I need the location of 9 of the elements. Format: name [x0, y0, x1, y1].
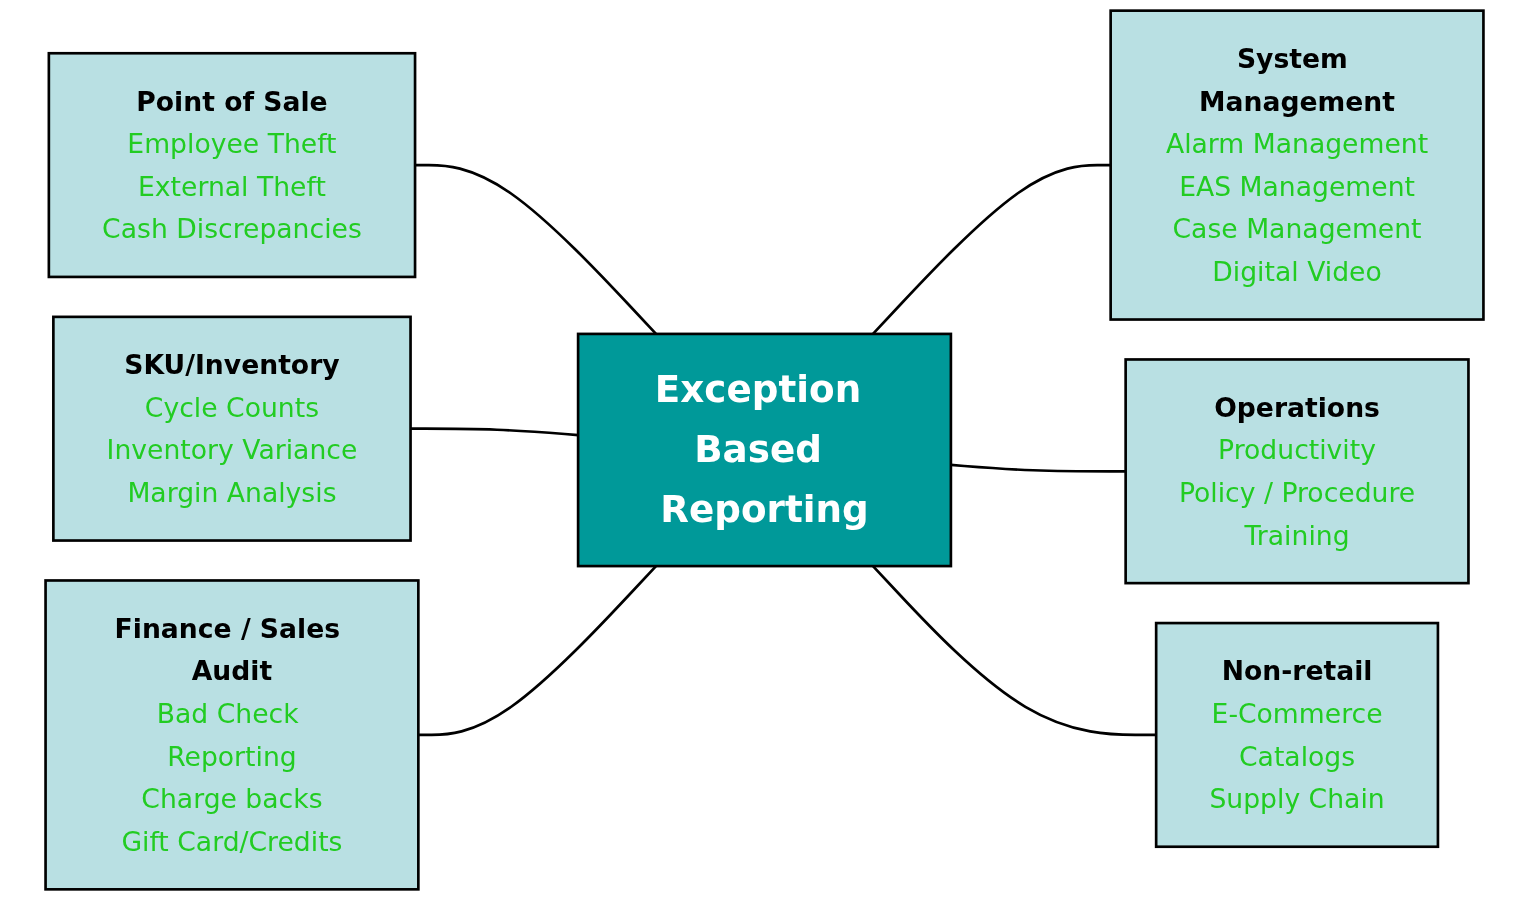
- node-box: Exception Based Reporting: [576, 332, 953, 568]
- node-box: Non-retail E-Commerce Catalogs Supply Chain: [1154, 621, 1440, 849]
- connector: [950, 463, 1126, 473]
- connector: [410, 427, 579, 437]
- node-box: Operations Productivity Policy / Procedure Training: [1124, 358, 1470, 585]
- node-box: SKU/Inventory Cycle Counts Inventory Variance Margin Analysis: [52, 315, 412, 542]
- node-box: Point of Sale Employee Theft External Theft Cash Discrepancies: [47, 51, 417, 279]
- node-box: System Management Alarm Management EAS Management Case Management Digital Video: [1109, 9, 1485, 321]
- node-box: Finance / Sales Audit Bad Check Reporting Charge backs Gift Card/Credits: [44, 579, 420, 891]
